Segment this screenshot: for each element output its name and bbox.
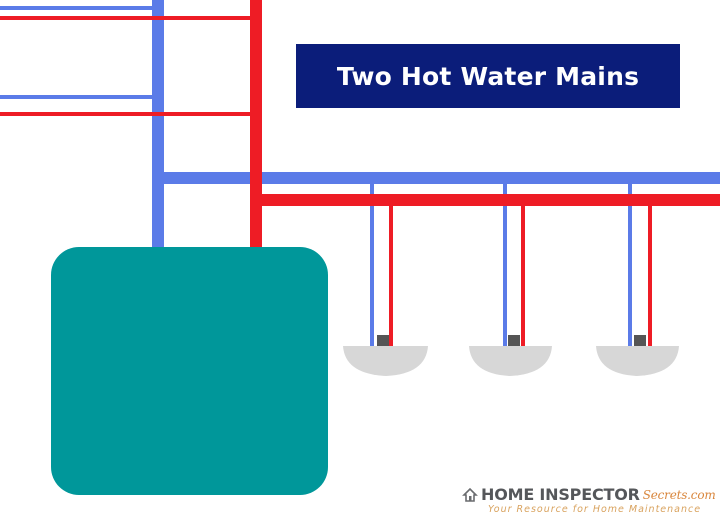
cold-sink-supply-3 [628, 184, 632, 346]
hot-branch-pipe-upper [0, 16, 250, 20]
diagram-title-box: Two Hot Water Mains [296, 44, 680, 108]
sink-1 [343, 335, 428, 376]
brand-tagline: Your Resource for Home Maintenance [488, 504, 702, 515]
water-heater [51, 247, 328, 495]
house-icon [462, 487, 478, 502]
hot-main-vertical-pipe [250, 0, 262, 248]
hot-sink-supply-3 [648, 206, 652, 346]
hot-main-horizontal-pipe [250, 194, 720, 206]
sink-2 [469, 335, 552, 376]
cold-sink-supply-1 [370, 184, 374, 346]
sink-basin [343, 346, 428, 376]
brand-name: HOME INSPECTOR [481, 485, 640, 504]
faucet-icon [508, 335, 520, 346]
faucet-icon [634, 335, 646, 346]
diagram-title: Two Hot Water Mains [336, 61, 640, 91]
hot-sink-supply-1 [389, 206, 393, 346]
cold-water-pipes [0, 0, 720, 346]
hot-branch-pipe-lower [0, 112, 250, 116]
cold-branch-pipe-upper [0, 6, 152, 10]
cold-main-horizontal-pipe [152, 172, 720, 184]
sink-basin [469, 346, 552, 376]
sink-basin [596, 346, 679, 376]
cold-sink-supply-2 [503, 184, 507, 346]
hot-sink-supply-2 [521, 206, 525, 346]
faucet-icon [377, 335, 389, 346]
cold-branch-pipe-lower [0, 95, 152, 99]
sink-3 [596, 335, 679, 376]
brand-script: Secrets.com [642, 487, 716, 502]
hot-water-pipes [0, 0, 720, 346]
cold-main-vertical-pipe [152, 0, 164, 248]
